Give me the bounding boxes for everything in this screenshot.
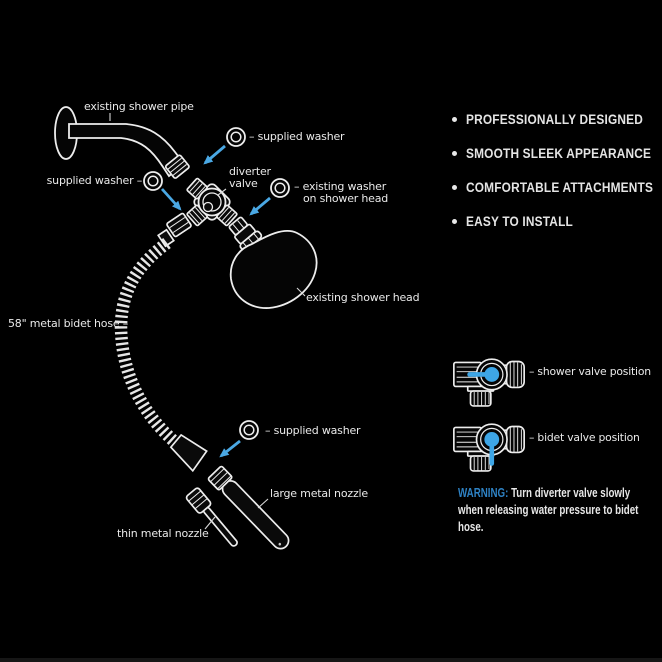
pipe-thread-tip bbox=[164, 154, 190, 179]
hose-end-connector bbox=[169, 433, 208, 473]
label-thin-metal-nozzle: thin metal nozzle bbox=[117, 527, 209, 540]
arrow-icon bbox=[160, 188, 182, 211]
arrow-icon bbox=[249, 196, 271, 216]
hose-nut bbox=[166, 212, 192, 238]
shower-pipe-illustration bbox=[54, 106, 190, 179]
bullet-icon bbox=[452, 218, 457, 224]
shower-valve-position-icon bbox=[453, 358, 525, 407]
feature-label: PROFESSIONALLY DESIGNED bbox=[466, 111, 644, 127]
feature-label: EASY TO INSTALL bbox=[466, 213, 573, 229]
washer-icon bbox=[226, 127, 246, 147]
bullet-icon bbox=[452, 184, 457, 190]
feature-item: PROFESSIONALLY DESIGNED bbox=[452, 111, 657, 127]
feature-label: COMFORTABLE ATTACHMENTS bbox=[466, 179, 654, 195]
large-nozzle-illustration bbox=[207, 465, 290, 550]
warning-line: WARNING: Turn diverter valve slowly bbox=[458, 486, 631, 500]
label-bidet-valve-position: – bidet valve position bbox=[529, 431, 640, 444]
warning-line: hose. bbox=[458, 520, 484, 534]
thin-nozzle-illustration bbox=[185, 487, 238, 547]
label-existing-shower-head: existing shower head bbox=[306, 291, 420, 304]
warning-prefix: WARNING: bbox=[458, 486, 509, 500]
feature-label: SMOOTH SLEEK APPEARANCE bbox=[466, 145, 652, 161]
label-existing-shower-pipe: existing shower pipe bbox=[84, 100, 194, 113]
label-shower-valve-position: – shower valve position bbox=[529, 365, 651, 378]
bullet-icon bbox=[452, 150, 457, 156]
bidet-hose-illustration bbox=[114, 212, 208, 473]
label-pointer-lines bbox=[109, 113, 306, 530]
shower-head-illustration bbox=[228, 216, 318, 309]
label-large-metal-nozzle: large metal nozzle bbox=[270, 487, 368, 500]
label-diverter-valve: diverter valve bbox=[229, 165, 271, 190]
label-supplied-washer-bottom: – supplied washer bbox=[265, 424, 361, 437]
arrow-icon bbox=[219, 439, 241, 458]
warning-line: when releasing water pressure to bidet bbox=[458, 503, 639, 517]
feature-item: COMFORTABLE ATTACHMENTS bbox=[452, 179, 657, 195]
hose-ferrule bbox=[157, 228, 175, 248]
bottom-edge-strip bbox=[0, 658, 662, 662]
feature-item: EASY TO INSTALL bbox=[452, 213, 657, 229]
washer-icon bbox=[239, 420, 259, 440]
bidet-valve-position-icon bbox=[453, 423, 525, 472]
feature-list: PROFESSIONALLY DESIGNED SMOOTH SLEEK APP… bbox=[452, 111, 657, 247]
arrow-icon bbox=[203, 144, 226, 165]
label-existing-washer: – existing washer on shower head bbox=[294, 180, 389, 205]
bullet-icon bbox=[452, 116, 457, 122]
label-bidet-hose: 58" metal bidet hose – bbox=[8, 317, 129, 330]
feature-item: SMOOTH SLEEK APPEARANCE bbox=[452, 145, 657, 161]
label-supplied-washer-left: supplied washer – bbox=[46, 174, 143, 187]
washer-icon bbox=[143, 171, 163, 191]
label-supplied-washer-top: – supplied washer bbox=[249, 130, 345, 143]
washer-icon bbox=[270, 178, 290, 198]
warning-text: WARNING: Turn diverter valve slowly when… bbox=[458, 485, 638, 536]
